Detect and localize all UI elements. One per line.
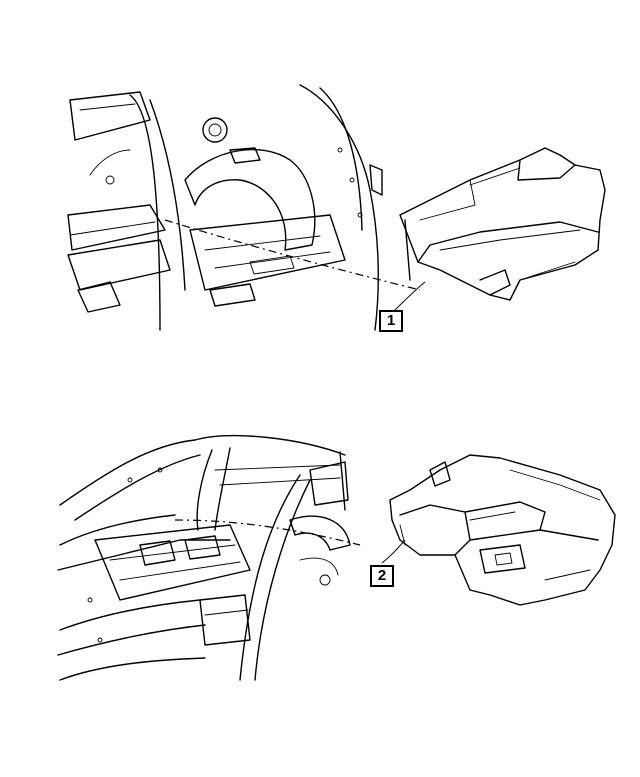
cargo-trim-part-1 bbox=[399, 147, 606, 301]
front-body-shell-illustration bbox=[57, 434, 361, 681]
rear-body-shell-illustration bbox=[67, 84, 421, 331]
floor-carpet-part-2 bbox=[389, 454, 616, 606]
callout-2-leader bbox=[381, 539, 406, 564]
callout-1-leader bbox=[391, 281, 426, 314]
callout-1: 1 bbox=[379, 310, 403, 332]
callout-2: 2 bbox=[370, 565, 394, 587]
